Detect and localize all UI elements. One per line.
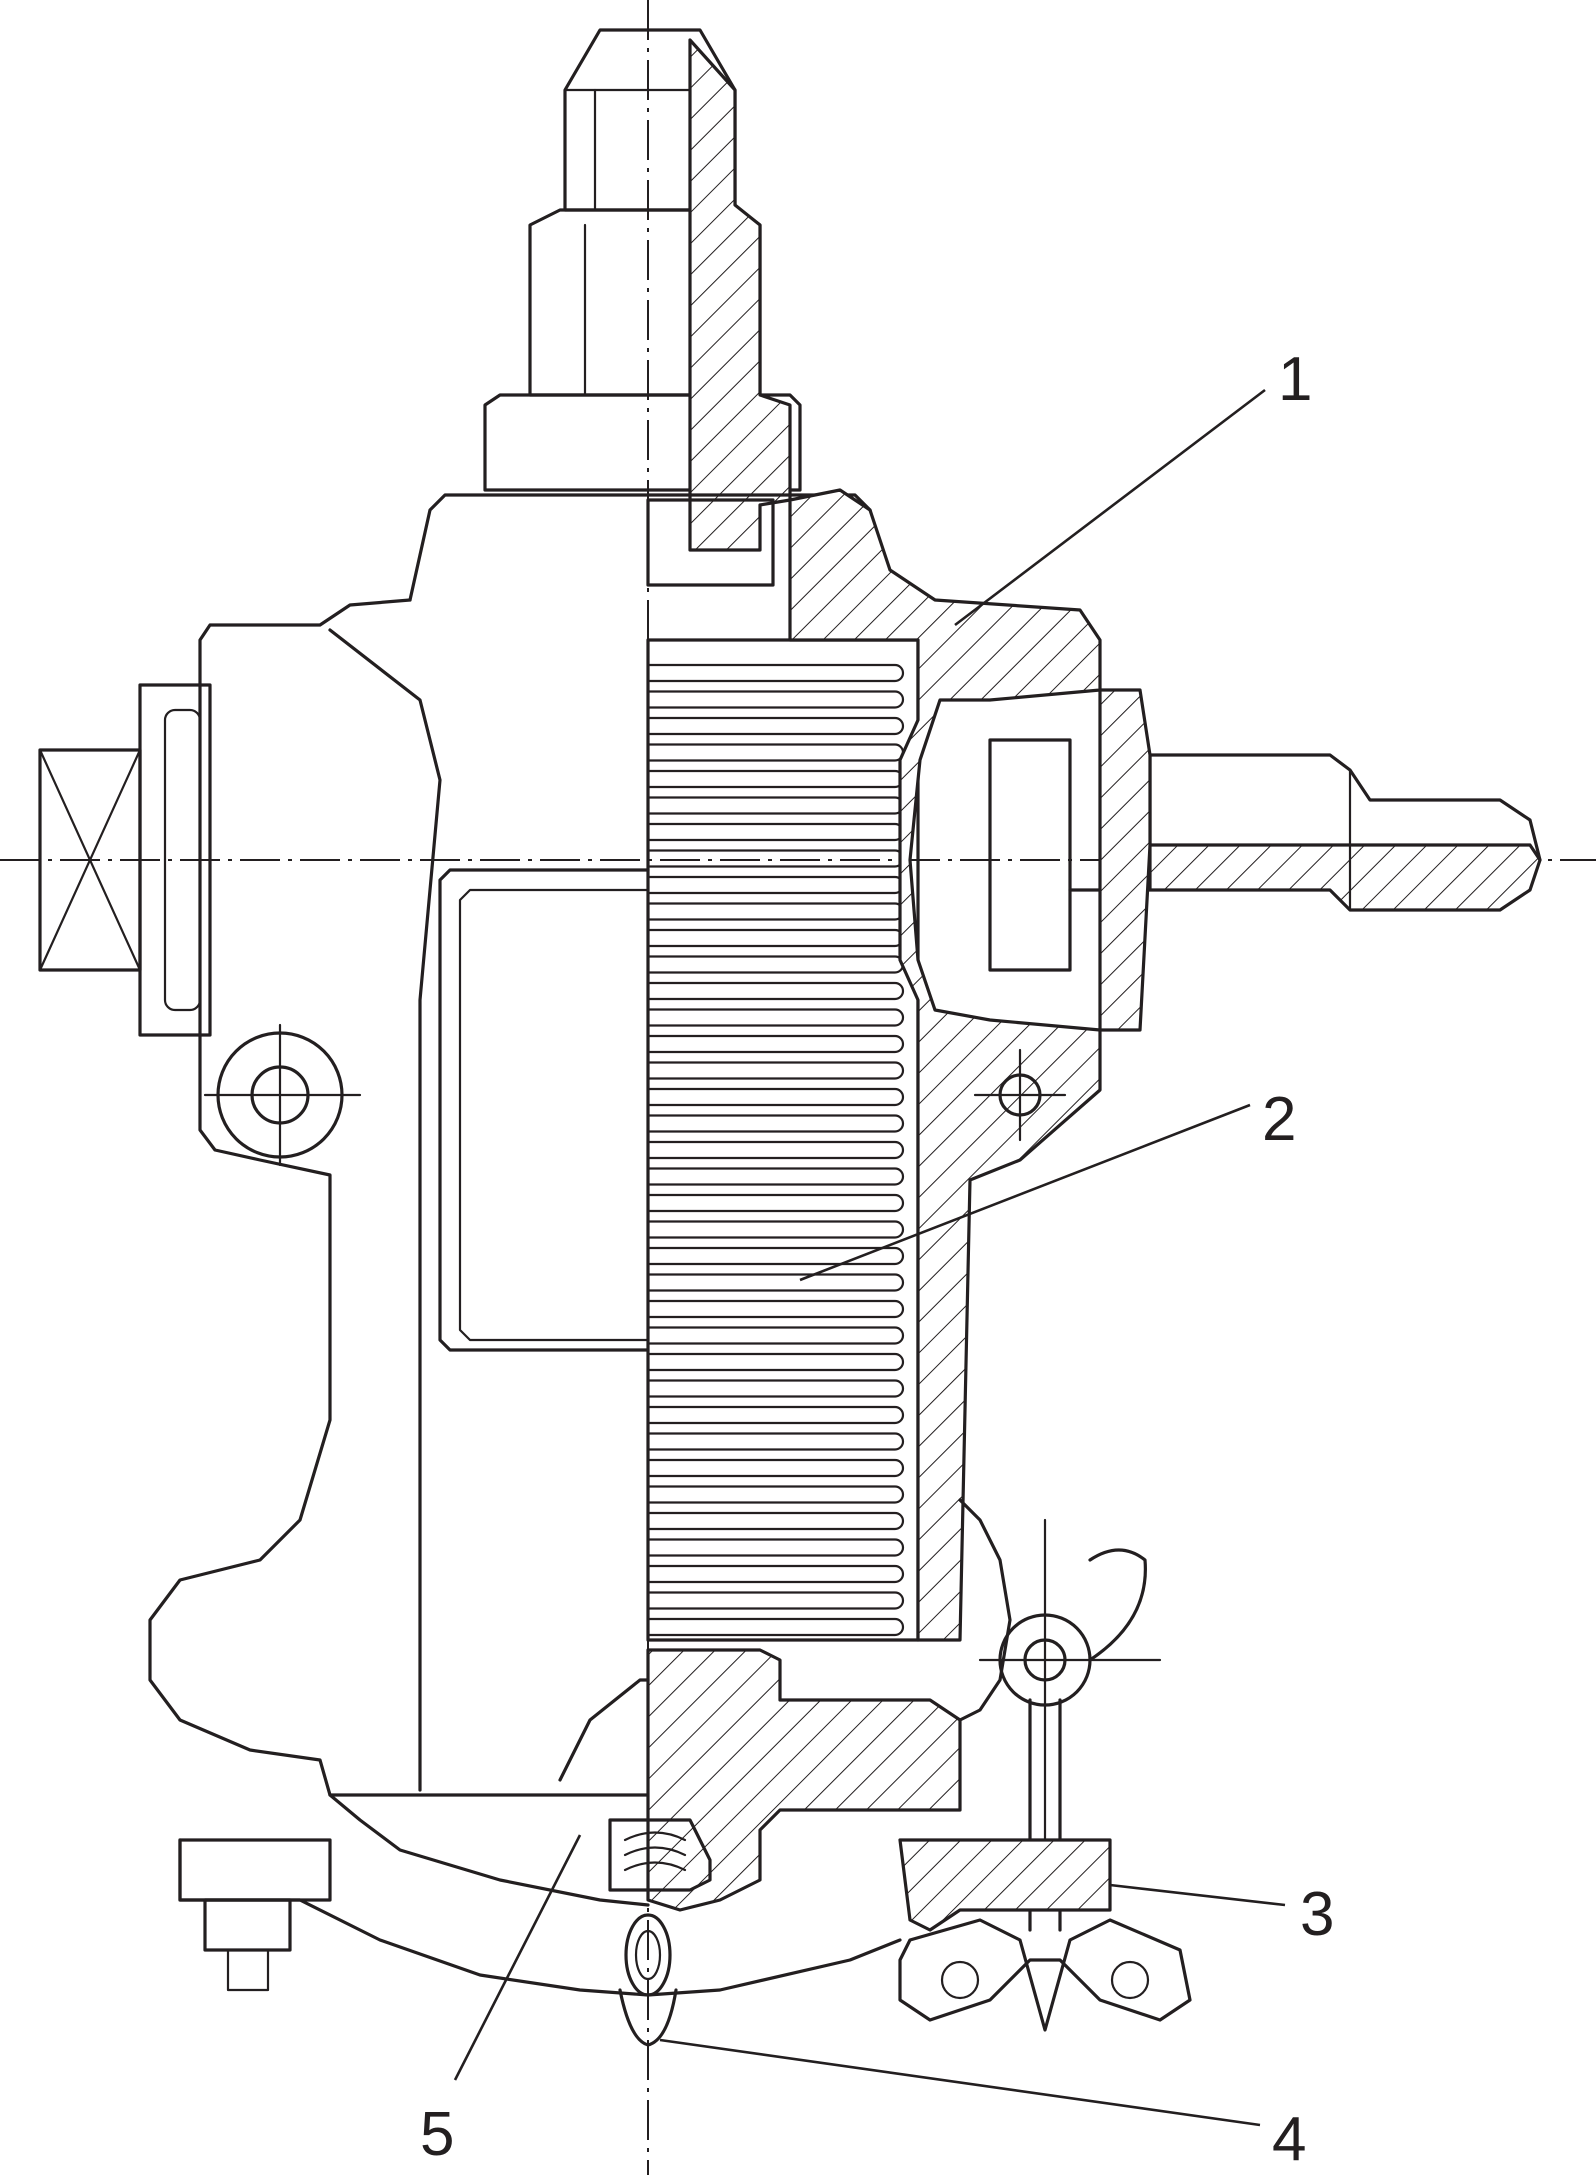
- rack-tooth: [646, 1087, 905, 1107]
- rack-tooth: [646, 822, 905, 842]
- housing-outline-left: [148, 598, 650, 1797]
- rack-tooth: [646, 690, 905, 709]
- rack-tooth: [646, 716, 905, 736]
- rack-tooth: [646, 769, 905, 789]
- rack-tooth: [646, 1432, 905, 1451]
- rack-tooth: [646, 1326, 905, 1345]
- rack-tooth: [646, 1246, 905, 1266]
- rack-tooth: [646, 902, 905, 921]
- rack-tooth: [646, 1485, 905, 1504]
- rack-outline: [646, 638, 920, 1642]
- rack-tooth: [646, 1352, 905, 1372]
- seal-ring: [1098, 688, 1152, 1032]
- leader-2: [799, 1103, 1251, 1282]
- lower-hatched-cover: [646, 1648, 962, 1912]
- leader-4: [659, 2038, 1261, 2127]
- rack-tooth: [646, 1193, 905, 1213]
- rack-tooth: [646, 1564, 905, 1584]
- rack-tooth: [646, 1538, 905, 1557]
- rack-tooth: [646, 1220, 905, 1239]
- rack-tooth: [646, 955, 905, 974]
- leader-5: [453, 1834, 582, 2081]
- rack-tooth: [646, 1379, 905, 1398]
- rack-tooth: [646, 1114, 905, 1133]
- bottom-cover-outer: [178, 1838, 902, 1997]
- lower-body: [178, 1498, 1192, 2047]
- rack-tooth: [646, 981, 905, 1001]
- bracket-hole-left: [940, 1960, 980, 2000]
- clamp-arm: [1088, 1548, 1147, 1662]
- rack-tooth: [646, 1458, 905, 1478]
- valve-spring-housing: [608, 1818, 712, 1892]
- rack-tooth: [646, 1061, 905, 1080]
- bottom-cover: [328, 1793, 650, 1907]
- right-wall-upper: [788, 488, 1102, 1642]
- rack-tooth: [646, 1591, 905, 1610]
- rack-tooth: [646, 663, 905, 683]
- clamp-bracket: [898, 1918, 1192, 2032]
- shaft-hatched-section: [688, 38, 792, 552]
- bearing-block: [988, 738, 1072, 972]
- rack-tooth: [646, 875, 905, 895]
- leader-1: [954, 388, 1266, 627]
- piston-rack-teeth: [646, 663, 905, 1637]
- side-plug-nut: [38, 748, 142, 972]
- rack-tooth: [646, 928, 905, 948]
- rack-tooth: [646, 743, 905, 762]
- leader-3: [1109, 1883, 1286, 1907]
- callout-labels: 1 2 3 4 5: [420, 345, 1334, 2174]
- bottom-flange: [178, 1838, 332, 1902]
- rack-tooth: [646, 1273, 905, 1292]
- inner-recess: [438, 868, 650, 1352]
- output-shaft-top: [1148, 753, 1542, 862]
- side-plug: [38, 683, 212, 1037]
- valve-lobe: [558, 1678, 650, 1782]
- callout-4: 4: [1272, 2105, 1306, 2174]
- bottom-bolt: [203, 1898, 292, 1952]
- drain-plug: [624, 1913, 672, 1997]
- drain-tip: [618, 1988, 678, 2047]
- lower-housing-right: [958, 1498, 1012, 1722]
- inner-recess-2: [458, 888, 650, 1342]
- callout-3: 3: [1300, 1880, 1334, 1949]
- rack-tooth: [646, 1008, 905, 1027]
- rack-tooth: [646, 1299, 905, 1319]
- callout-2: 2: [1262, 1085, 1296, 1154]
- top-bushing: [646, 498, 775, 587]
- rack-tooth: [646, 1034, 905, 1054]
- rack-tooth: [646, 849, 905, 868]
- rack-tooth: [646, 1511, 905, 1531]
- callout-5: 5: [420, 2100, 454, 2169]
- housing-section-right: [788, 488, 1542, 1642]
- rack-tooth: [646, 1140, 905, 1160]
- callout-1: 1: [1278, 345, 1312, 414]
- rack-tooth: [646, 1617, 905, 1637]
- shaft-collar: [483, 393, 802, 492]
- leader-lines: [453, 388, 1286, 2127]
- rack-tooth: [646, 1167, 905, 1186]
- spring-coil: [623, 1831, 687, 1872]
- bracket-hole-right: [1110, 1960, 1150, 2000]
- clamp-block: [898, 1838, 1112, 1932]
- rack-tooth: [646, 1405, 905, 1425]
- rack-tooth: [646, 796, 905, 815]
- housing-exterior: [148, 598, 650, 1797]
- housing-inner-left: [328, 628, 442, 1792]
